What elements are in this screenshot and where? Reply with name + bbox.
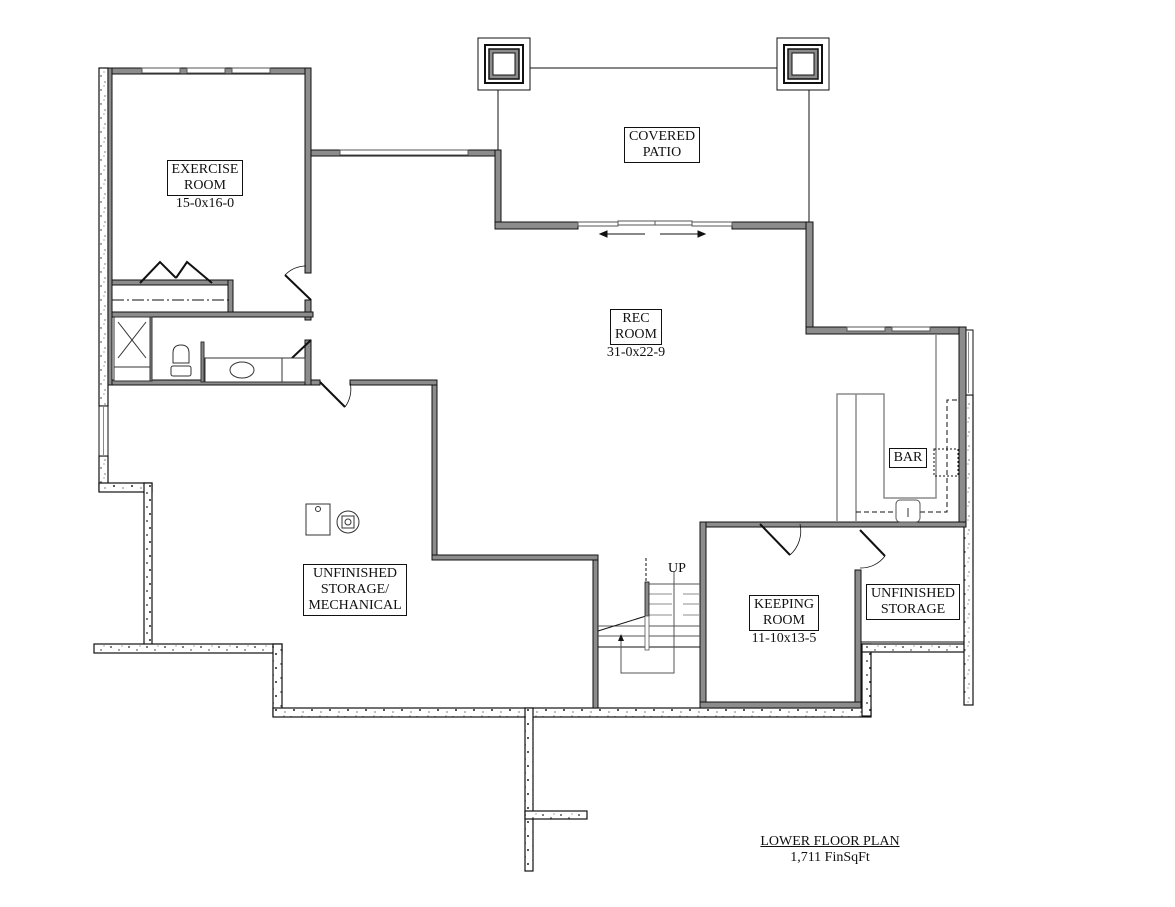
room-name: PATIO — [642, 145, 682, 160]
mechanical-equipment — [305, 503, 360, 536]
plan-title-block: LOWER FLOOR PLAN 1,711 FinSqFt — [740, 834, 920, 866]
bath-fixtures — [113, 316, 306, 383]
plan-area: 1,711 FinSqFt — [790, 850, 870, 865]
doors — [139, 260, 886, 569]
room-name: MECHANICAL — [308, 598, 402, 613]
room-name: UNFINISHED — [313, 566, 397, 581]
room-dimensions: 31-0x22-9 — [606, 345, 666, 360]
rec-window — [339, 149, 469, 156]
room-name: ROOM — [614, 327, 657, 342]
exercise-windows — [141, 67, 271, 74]
label-stairs-up: UP — [660, 561, 694, 577]
patio-posts — [477, 37, 830, 91]
slide-arrows — [598, 230, 707, 238]
room-name: UNFINISHED — [871, 586, 955, 601]
room-name: STORAGE/ — [320, 582, 390, 597]
sliding-door — [577, 220, 733, 227]
room-name: ROOM — [183, 178, 226, 193]
label-bar: BAR — [878, 448, 938, 468]
room-name: EXERCISE — [171, 162, 239, 177]
room-name: KEEPING — [754, 597, 814, 612]
bar-counters — [836, 334, 937, 522]
room-name: COVERED — [628, 129, 696, 144]
room-dimensions: 11-10x13-5 — [751, 631, 817, 646]
plan-title: LOWER FLOOR PLAN — [760, 834, 900, 849]
room-dimensions: 15-0x16-0 — [175, 196, 235, 211]
foundation-walls — [93, 67, 974, 872]
room-name: BAR — [888, 448, 928, 468]
room-name: REC — [622, 311, 650, 326]
room-name: STORAGE — [880, 602, 946, 617]
room-name: ROOM — [762, 613, 805, 628]
stairs-direction: UP — [668, 561, 686, 576]
